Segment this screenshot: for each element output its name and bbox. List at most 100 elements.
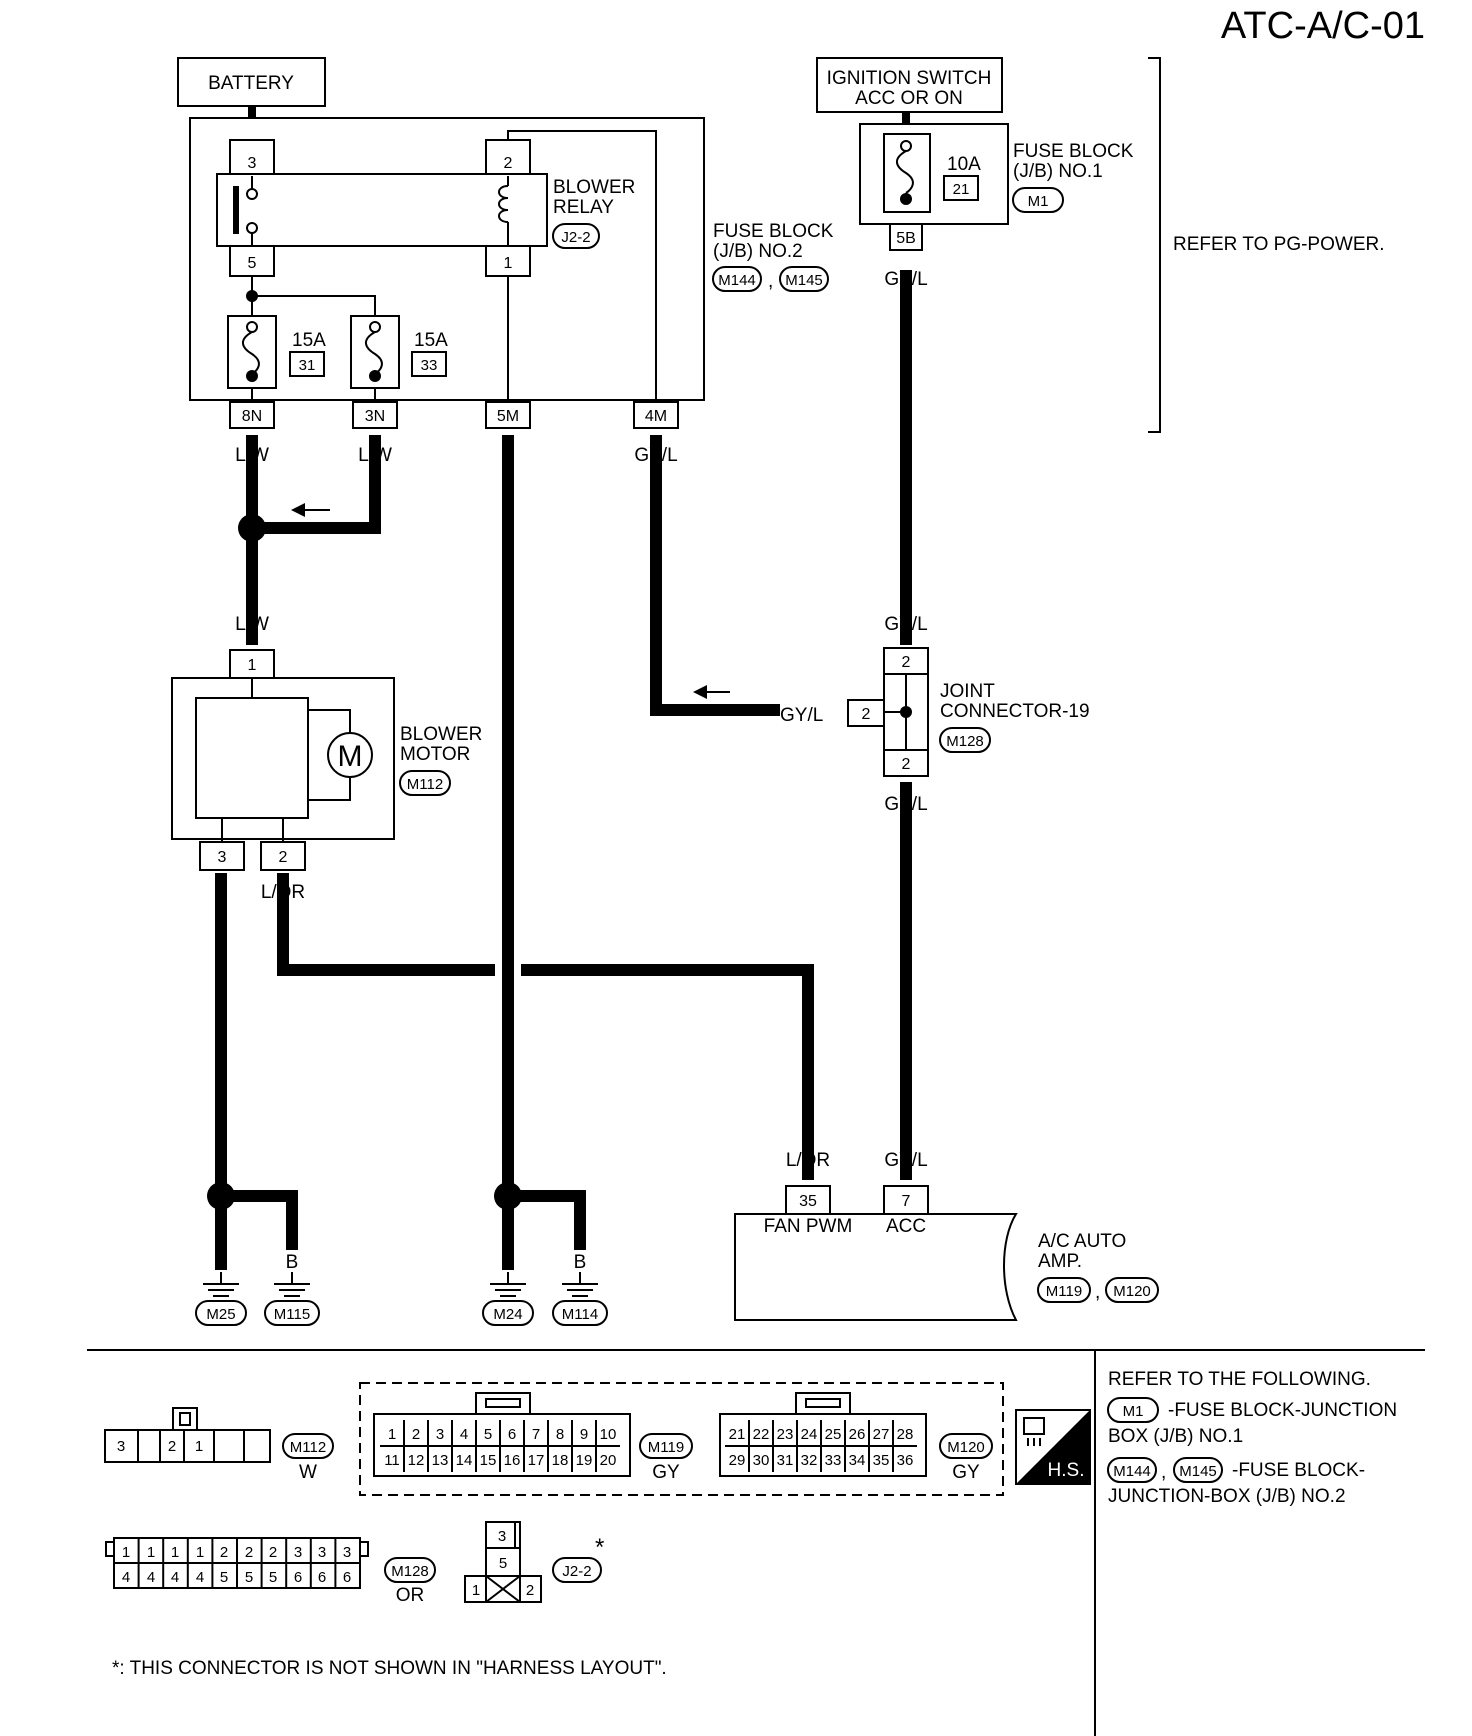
jb2-terminals xyxy=(229,401,679,429)
page-id: ATC-A/C-01 xyxy=(1221,5,1425,47)
j22-asterisk: * xyxy=(595,1534,604,1561)
ground-m115-badge xyxy=(264,1300,320,1326)
m128-color: OR xyxy=(396,1585,425,1606)
m128-cell-r1-3: 1 xyxy=(171,1544,179,1561)
j22-face-label: J2-2 xyxy=(562,1563,591,1580)
fuse-33-icon xyxy=(350,315,400,389)
m1-label: M1 xyxy=(1028,193,1049,210)
m128-cell-r1-8: 3 xyxy=(294,1544,302,1561)
fuse-block-1-label-1: FUSE BLOCK xyxy=(1013,141,1134,162)
jc-pin-top-label: 2 xyxy=(902,654,911,671)
m119-m120-separator: , xyxy=(1095,1282,1100,1303)
legend-separator: , xyxy=(1161,1462,1166,1483)
refer-pg-power: REFER TO PG-POWER. xyxy=(1173,234,1385,255)
m120-cell-36: 36 xyxy=(897,1452,914,1469)
motor-pin-1 xyxy=(229,649,275,679)
m120-label: M120 xyxy=(1113,1283,1151,1300)
fuse-block-2-label-1: FUSE BLOCK xyxy=(713,221,834,242)
m120-badge xyxy=(1105,1277,1159,1303)
ground-m114-icon xyxy=(562,1272,598,1297)
m112-cell-2: 2 xyxy=(168,1438,176,1455)
ground-m115-icon xyxy=(274,1272,310,1297)
m112-cell-3: 3 xyxy=(117,1438,125,1455)
legend-m145-label: M145 xyxy=(1179,1463,1217,1480)
ground-m25-icon xyxy=(203,1272,239,1297)
terminal-3n: 3N xyxy=(365,408,385,425)
m120-color: GY xyxy=(952,1462,980,1483)
jc-pin-side-label: 2 xyxy=(862,706,871,723)
fuse-31-amp: 15A xyxy=(292,330,326,351)
wire-color-lw-2: L/W xyxy=(358,445,392,466)
connector-face-m128 xyxy=(105,1537,369,1589)
m119-cell-6: 6 xyxy=(508,1426,516,1443)
m128-cell-r1-9: 3 xyxy=(318,1544,326,1561)
joint-connector-label-1: JOINT xyxy=(940,681,995,702)
m145-badge xyxy=(779,266,829,292)
wire-color-gyl: GY/L xyxy=(634,445,677,466)
hs-badge-label: H.S. xyxy=(1048,1460,1085,1481)
wire-color-lw-1: L/W xyxy=(235,445,269,466)
fuse-31-num: 31 xyxy=(299,357,316,374)
m119-label: M119 xyxy=(1046,1283,1082,1300)
m120-cell-24: 24 xyxy=(801,1426,818,1443)
harness-symbol-icon xyxy=(1015,1409,1091,1485)
ground-m24-badge xyxy=(482,1300,534,1326)
m128-face-badge xyxy=(384,1557,436,1583)
m1-badge xyxy=(1012,187,1064,213)
splice-point-ground-2 xyxy=(494,1182,522,1210)
wire-color-lor-motor: L/OR xyxy=(261,882,305,903)
m119-cell-12: 12 xyxy=(408,1452,425,1469)
m128-cell-r1-5: 2 xyxy=(220,1544,228,1561)
m128-cell-r1-1: 1 xyxy=(122,1544,130,1561)
m119-cell-19: 19 xyxy=(576,1452,593,1469)
m112-face-label: M112 xyxy=(290,1439,326,1456)
wire-color-b: B xyxy=(502,445,515,466)
relay-pin-2-label: 2 xyxy=(504,155,513,172)
battery-label: BATTERY xyxy=(208,73,294,94)
relay-connector-label: J2-2 xyxy=(561,229,590,246)
fuse-21-amp: 10A xyxy=(947,154,981,175)
terminal-5m: 5M xyxy=(497,408,519,425)
legend-m144-text-2: JUNCTION-BOX (J/B) NO.2 xyxy=(1108,1486,1346,1507)
relay-pin-3-label: 3 xyxy=(248,155,257,172)
m120-cell-30: 30 xyxy=(753,1452,770,1469)
j22-cell-1: 1 xyxy=(472,1582,480,1599)
fuse-31-icon xyxy=(227,315,277,389)
m128-cell-r1-4: 1 xyxy=(196,1544,204,1561)
m120-cell-23: 23 xyxy=(777,1426,794,1443)
m119-cell-5: 5 xyxy=(484,1426,492,1443)
power-bracket xyxy=(1148,57,1161,433)
m128-cell-r1-10: 3 xyxy=(343,1544,351,1561)
m112-face-badge xyxy=(282,1433,334,1459)
m119-face-badge xyxy=(639,1433,693,1459)
blower-relay-body xyxy=(216,173,548,247)
jc-pin-top xyxy=(883,647,929,675)
footnote: *: THIS CONNECTOR IS NOT SHOWN IN "HARNE… xyxy=(112,1658,667,1679)
amp-fan-pwm-label: FAN PWM xyxy=(764,1216,853,1237)
motor-pin-3-label: 3 xyxy=(218,849,227,866)
legend-m1-badge xyxy=(1107,1397,1159,1423)
connector-face-m112 xyxy=(104,1407,271,1463)
m120-cell-31: 31 xyxy=(777,1452,794,1469)
connector-face-j2-2 xyxy=(464,1521,542,1603)
m120-cell-32: 32 xyxy=(801,1452,818,1469)
m120-cell-26: 26 xyxy=(849,1426,866,1443)
blower-relay-label-2: RELAY xyxy=(553,197,614,218)
fuse-21-box xyxy=(943,175,979,201)
legend-m144-badge xyxy=(1107,1457,1157,1483)
blower-relay-label-1: BLOWER xyxy=(553,177,635,198)
blower-motor-label-1: BLOWER xyxy=(400,724,482,745)
relay-connector-badge xyxy=(552,223,600,249)
jc-pin-bottom-label: 2 xyxy=(902,756,911,773)
relay-pin-3 xyxy=(229,139,275,175)
terminal-8n: 8N xyxy=(242,408,262,425)
m120-cell-29: 29 xyxy=(729,1452,746,1469)
ignition-label-2: ACC OR ON xyxy=(855,88,963,109)
m128-badge xyxy=(939,727,991,753)
ground-4-wire-color: B xyxy=(574,1252,587,1273)
fuse-split-point xyxy=(246,290,258,302)
m119-cell-20: 20 xyxy=(600,1452,617,1469)
motor-pin-2 xyxy=(260,841,306,871)
m119-cell-7: 7 xyxy=(532,1426,540,1443)
